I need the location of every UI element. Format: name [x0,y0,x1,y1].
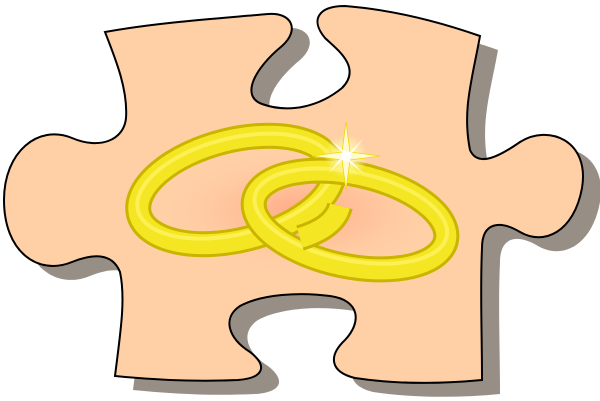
right-ring [240,157,460,283]
left-ring-front-segment [295,201,353,251]
sparkle-icon [311,121,381,191]
